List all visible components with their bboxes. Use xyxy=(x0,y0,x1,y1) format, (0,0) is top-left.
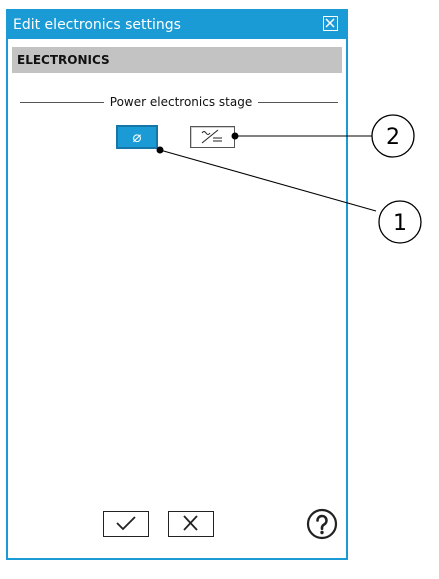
checkmark-icon xyxy=(116,516,136,531)
callout-1-number: 1 xyxy=(393,211,407,236)
help-question-icon xyxy=(306,508,338,540)
cancel-button[interactable] xyxy=(168,511,214,537)
dialog-titlebar: Edit electronics settings xyxy=(8,11,346,39)
electronics-settings-dialog: Edit electronics settings ELECTRONICS Po… xyxy=(6,9,348,560)
section-header-label: ELECTRONICS xyxy=(17,53,110,67)
help-button[interactable] xyxy=(306,508,338,540)
group-divider-right xyxy=(258,102,338,103)
ac-dc-converter-icon xyxy=(201,129,222,144)
group-divider-left xyxy=(20,102,104,103)
callout-1: 1 xyxy=(378,200,422,244)
ok-button[interactable] xyxy=(103,511,149,537)
power-stage-group: Power electronics stage xyxy=(8,94,346,110)
ac-dc-converter-option-button[interactable] xyxy=(190,126,235,148)
no-converter-icon: ⌀ xyxy=(132,128,142,146)
callout-2-number: 2 xyxy=(386,125,400,150)
cross-icon xyxy=(183,515,198,531)
callout-2: 2 xyxy=(371,114,415,158)
power-stage-label: Power electronics stage xyxy=(109,95,253,109)
section-header: ELECTRONICS xyxy=(12,47,342,73)
close-x-icon xyxy=(325,18,335,28)
dialog-title: Edit electronics settings xyxy=(13,17,181,33)
close-button[interactable] xyxy=(323,16,338,31)
no-converter-option-button[interactable]: ⌀ xyxy=(116,125,158,149)
